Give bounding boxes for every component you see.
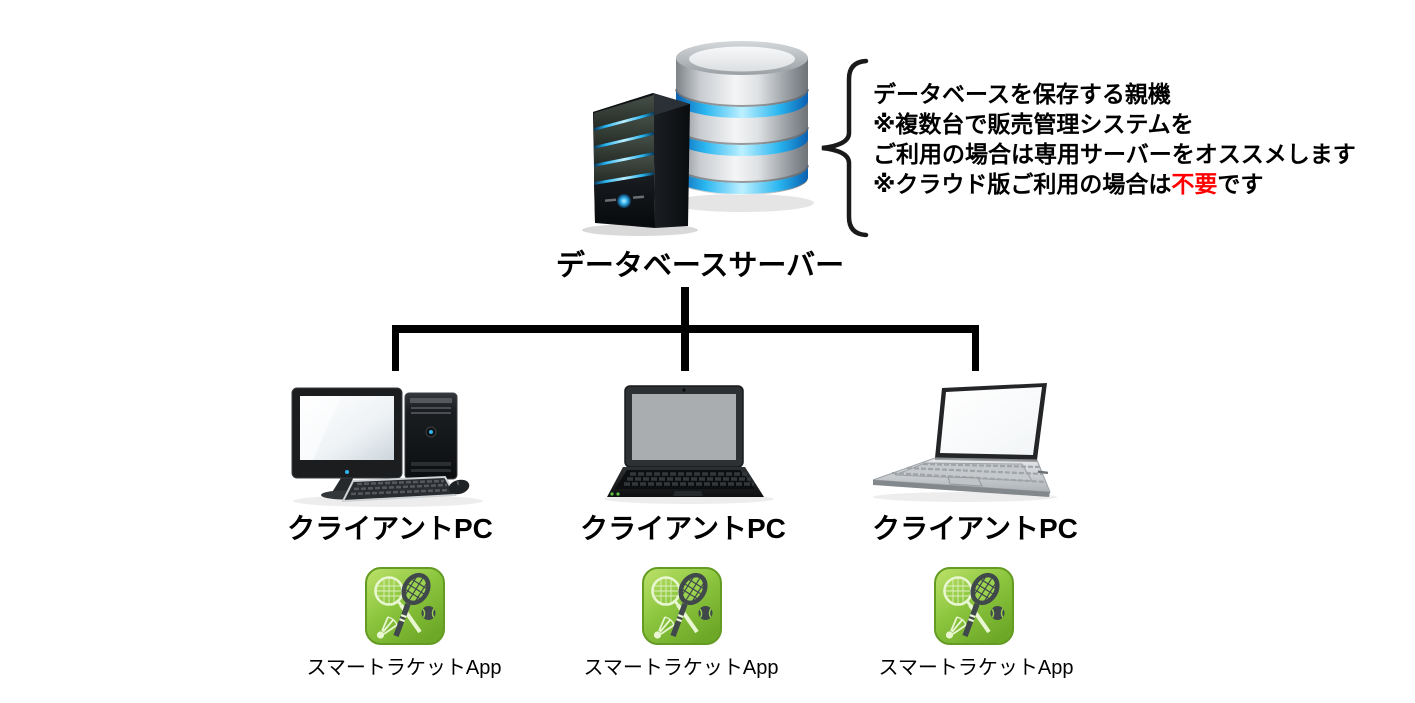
app-label-2: スマートラケットApp <box>583 657 779 679</box>
racket-app-icon <box>933 566 1015 648</box>
connector-vertical-right <box>972 326 979 371</box>
racket-app-icon <box>641 566 723 648</box>
connector-vertical-left <box>392 326 399 371</box>
laptop-angled-icon <box>872 383 1057 502</box>
app-label-1: スマートラケットApp <box>306 657 502 679</box>
client-label-3: クライアントPC <box>872 513 1078 544</box>
curly-brace-icon <box>821 58 869 238</box>
laptop-front-icon <box>604 385 774 504</box>
annotation-emphasis: 不要 <box>1171 171 1218 197</box>
annotation-line: ※複数台で販売管理システムを <box>873 111 1194 137</box>
database-server-icon <box>582 41 814 236</box>
server-label: データベースサーバー <box>555 250 845 282</box>
client-label-1: クライアントPC <box>287 513 493 544</box>
client-label-2: クライアントPC <box>580 513 786 544</box>
app-label-3: スマートラケットApp <box>878 657 1074 679</box>
connector-horizontal <box>392 325 979 333</box>
annotation-line: ご利用の場合は専用サーバーをオススメします <box>873 141 1356 167</box>
annotation-line: データベースを保存する親機 <box>873 81 1171 107</box>
racket-app-icon <box>364 566 446 648</box>
desktop-pc-icon <box>291 387 483 507</box>
annotation-line: ※クラウド版ご利用の場合は不要です <box>873 171 1264 197</box>
server-annotation: データベースを保存する親機 ※複数台で販売管理システムを ご利用の場合は専用サー… <box>873 79 1415 199</box>
